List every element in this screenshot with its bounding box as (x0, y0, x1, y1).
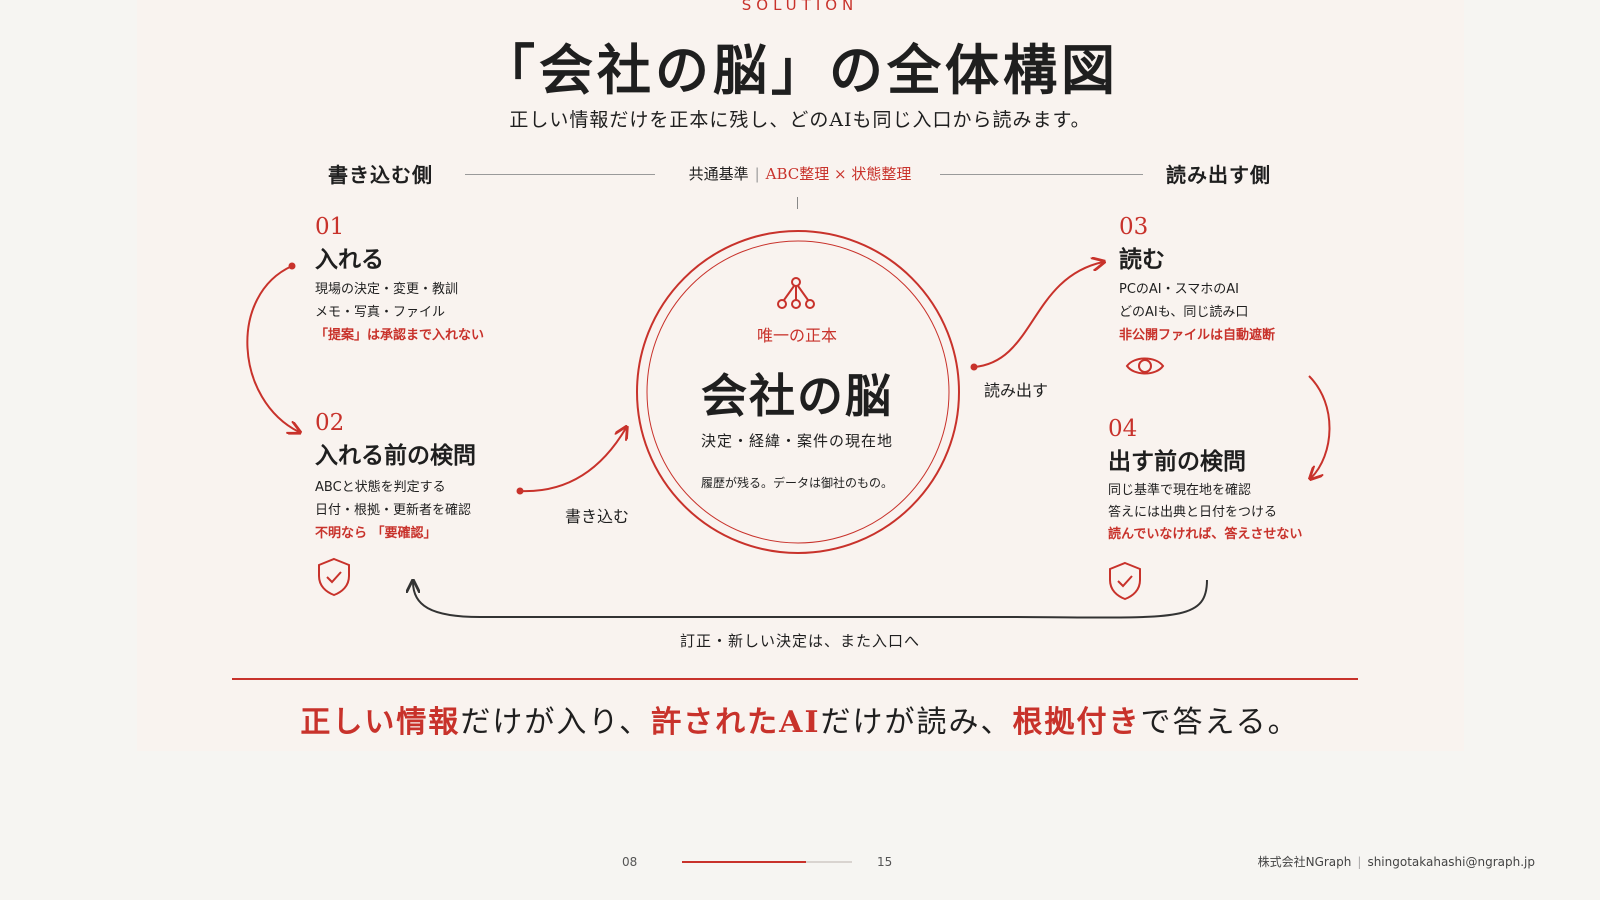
step-line: 日付・根拠・更新者を確認 (315, 503, 472, 518)
step-title: 読む (1119, 246, 1165, 273)
statement-part: 許されたAI (651, 705, 821, 740)
arrow-feedback-loop (413, 580, 1208, 619)
page-subtitle: 正しい情報だけを正本に残し、どのAIも同じ入口から読みます。 (509, 109, 1091, 131)
center-description: 決定・経緯・案件の現在地 (700, 432, 893, 450)
network-nodes-icon (777, 277, 815, 309)
statement-part: 正しい情報 (300, 705, 461, 740)
step-line: メモ・写真・ファイル (315, 305, 446, 320)
company-name: 株式会社NGraph (1257, 855, 1352, 869)
standard-label: 共通基準 (688, 165, 749, 183)
step-line: 答えには出典と日付をつける (1108, 505, 1278, 520)
step-line: 現場の決定・変更・教訓 (315, 282, 459, 297)
progress-bar (682, 861, 852, 863)
arrow-03-to-04 (1309, 375, 1331, 478)
divider-right (940, 174, 1143, 175)
statement-part: だけが入り、 (460, 705, 652, 740)
footer-credit: 株式会社NGraph|shingotakahashi@ngraph.jp (1257, 855, 1535, 869)
read-side-label: 読み出す側 (1166, 163, 1271, 187)
page-current: 08 (622, 855, 638, 869)
step-note: 非公開ファイルは自動遮断 (1119, 328, 1276, 343)
contact-email: shingotakahashi@ngraph.jp (1367, 855, 1535, 869)
eyebrow-label: SOLUTION (741, 0, 859, 14)
statement-part: 根拠付き (1012, 705, 1141, 740)
loop-label: 訂正・新しい決定は、また入口へ (679, 632, 920, 650)
arrow-read-out (970, 262, 1104, 371)
slide-panel (137, 0, 1464, 751)
step-02: 02 入れる前の検問 ABCと状態を判定する 日付・根拠・更新者を確認 不明なら… (315, 410, 476, 545)
arrow-write-in (516, 428, 627, 495)
step-line: ABCと状態を判定する (315, 480, 446, 495)
closing-statement: 正しい情報だけが入り、許されたAIだけが読み、根拠付きで答える。 (0, 697, 1600, 741)
step-number: 04 (1108, 416, 1138, 442)
arrow-01-to-02 (246, 262, 299, 433)
step-number: 02 (315, 410, 345, 436)
center-title: 会社の脳 (701, 369, 893, 423)
step-title: 出す前の検問 (1108, 448, 1246, 475)
standard-value: ABC整理 × 状態整理 (765, 165, 912, 183)
statement-part: だけが読み、 (820, 705, 1013, 740)
central-brain-circle (636, 230, 960, 554)
step-03: 03 読む PCのAI・スマホのAI どのAIも、同じ読み口 非公開ファイルは自… (1119, 214, 1275, 347)
progress-fill (682, 861, 807, 863)
common-standard: 共通基準|ABC整理 × 状態整理 (688, 165, 912, 183)
read-out-label: 読み出す (984, 381, 1049, 400)
step-note: 読んでいなければ、答えさせない (1108, 527, 1303, 542)
step-title: 入れる (315, 246, 384, 273)
page-title: 「会社の脳」の全体構図 (481, 38, 1119, 102)
step-04: 04 出す前の検問 同じ基準で現在地を確認 答えには出典と日付をつける 読んでい… (1108, 416, 1302, 546)
page-total: 15 (877, 855, 893, 869)
step-number: 03 (1119, 214, 1149, 240)
step-01: 01 入れる 現場の決定・変更・教訓 メモ・写真・ファイル 「提案」は承認まで入… (315, 214, 484, 347)
step-note: 不明なら 「要確認」 (315, 526, 437, 541)
shield-check-icon (1109, 561, 1141, 601)
statement-part: で答える。 (1140, 705, 1300, 740)
step-line: PCのAI・スマホのAI (1119, 282, 1239, 297)
step-line: 同じ基準で現在地を確認 (1108, 483, 1252, 498)
eye-icon (1125, 357, 1165, 375)
center-note: 履歴が残る。データは御社のもの。 (700, 476, 893, 490)
step-line: どのAIも、同じ読み口 (1119, 305, 1249, 320)
write-side-label: 書き込む側 (328, 163, 433, 187)
center-subtitle: 唯一の正本 (756, 326, 837, 345)
step-number: 01 (315, 214, 345, 240)
shield-check-icon (318, 557, 350, 597)
step-note: 「提案」は承認まで入れない (315, 328, 485, 343)
bottom-rule (232, 678, 1358, 680)
write-in-label: 書き込む (565, 507, 630, 526)
step-title: 入れる前の検問 (315, 442, 476, 469)
standard-connector (797, 197, 798, 209)
divider-left (465, 174, 655, 175)
